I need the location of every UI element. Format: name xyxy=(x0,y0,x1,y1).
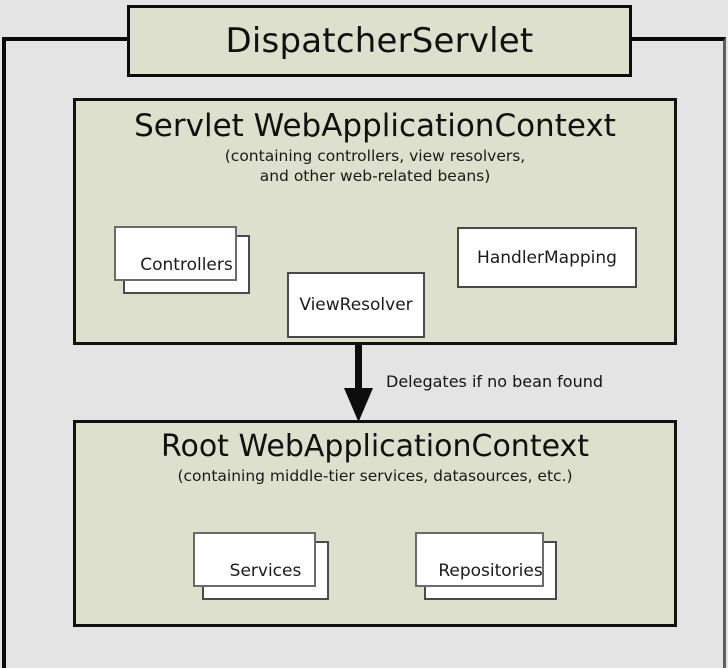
delegates-arrow-icon xyxy=(344,344,373,422)
node-services[interactable]: Services xyxy=(193,532,329,600)
node-services-label: Services xyxy=(229,560,302,581)
servlet-web-application-context-panel: Servlet WebApplicationContext (containin… xyxy=(73,98,677,345)
node-handler-mapping-label: HandlerMapping xyxy=(477,247,617,268)
dispatcher-servlet-title: DispatcherServlet xyxy=(225,21,534,61)
root-context-subtitle: (containing middle-tier services, dataso… xyxy=(76,467,674,486)
node-view-resolver[interactable]: ViewResolver xyxy=(287,272,425,338)
root-context-heading: Root WebApplicationContext xyxy=(160,429,590,464)
node-controllers[interactable]: Controllers xyxy=(114,226,250,294)
dispatcher-servlet-box: DispatcherServlet xyxy=(127,5,632,77)
node-repositories[interactable]: Repositories xyxy=(415,532,557,600)
node-handler-mapping[interactable]: HandlerMapping xyxy=(457,227,637,288)
node-repositories-label: Repositories xyxy=(438,560,543,581)
root-web-application-context-panel: Root WebApplicationContext (containing m… xyxy=(73,420,677,627)
servlet-context-subtitle-line-1: (containing controllers, view resolvers, xyxy=(224,147,526,166)
node-view-resolver-label: ViewResolver xyxy=(299,295,413,315)
servlet-context-subtitle-line-2: and other web-related beans) xyxy=(259,166,491,185)
node-controllers-label: Controllers xyxy=(140,254,233,275)
root-context-subtitle-line-1: (containing middle-tier services, dataso… xyxy=(177,467,573,486)
servlet-context-subtitle: (containing controllers, view resolvers,… xyxy=(76,147,674,186)
servlet-context-heading: Servlet WebApplicationContext xyxy=(134,108,616,144)
delegates-arrow-label: Delegates if no bean found xyxy=(386,372,604,391)
